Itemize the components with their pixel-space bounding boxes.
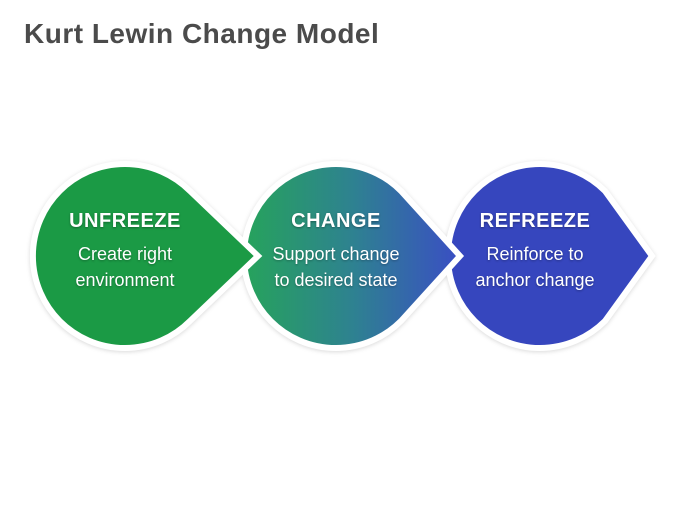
change-shape — [240, 161, 465, 351]
refreeze-shape — [444, 161, 656, 351]
unfreeze-shape — [29, 161, 263, 351]
page-title: Kurt Lewin Change Model — [24, 18, 380, 49]
